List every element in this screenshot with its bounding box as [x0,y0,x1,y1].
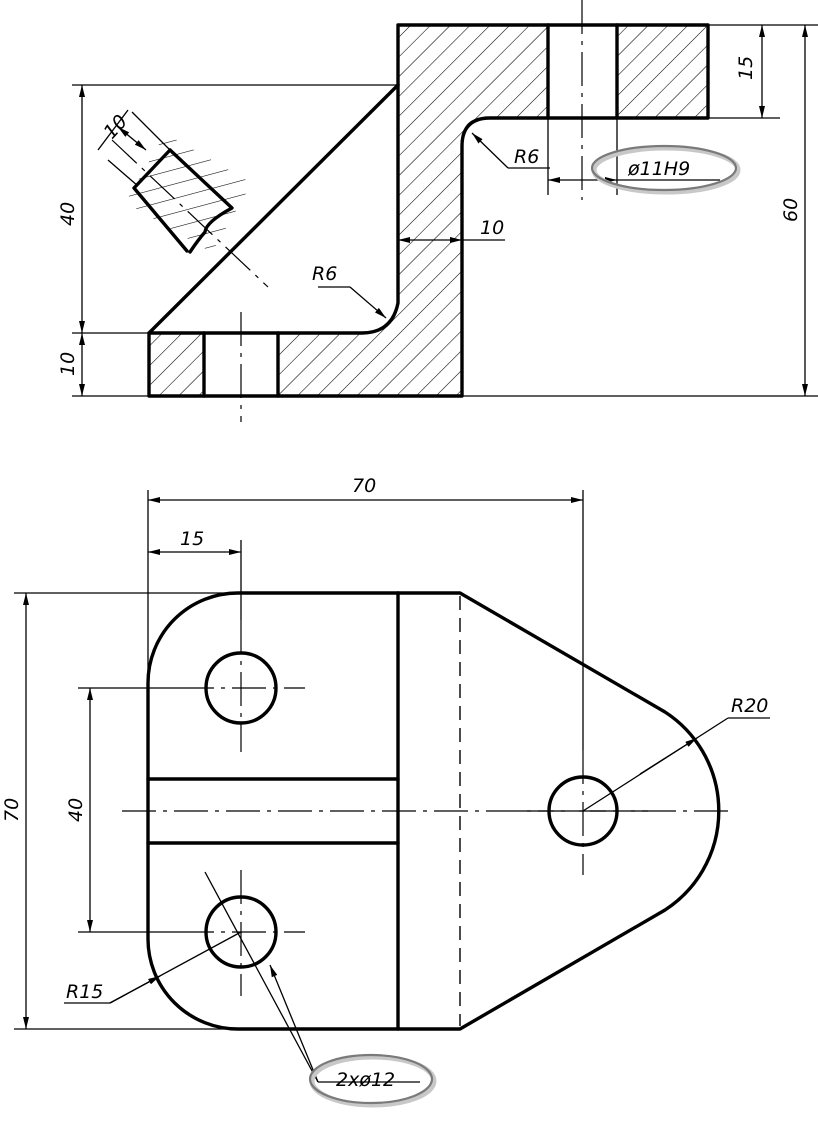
callout-oval-holes [308,1053,434,1105]
top-outline [146,591,721,1031]
dim-overall-width: 70 [1,798,23,822]
top-view: 70 15 70 40 R15 R20 2xø12 [1,475,770,1108]
dim-corner-radius: R15 [66,981,103,1003]
removed-section-detail: 10 [97,109,252,254]
dim-end-radius: R20 [731,695,768,717]
dim-hole-callout: 2xø12 [336,1069,395,1091]
dim-rib-height: 40 [57,202,79,226]
dim-flange-thickness: 15 [735,56,757,80]
dim-inner-radius-top: R6 [514,146,539,168]
dim-hole-offset: 15 [180,528,204,550]
dim-inner-radius-bottom: R6 [312,263,337,285]
dim-base-thickness: 10 [57,352,79,376]
callout-oval-bore [590,144,738,192]
front-view: 10 15 60 ø11H9 R6 10 R6 4 [57,0,818,422]
dim-overall-height: 60 [780,198,802,222]
dim-overall-length: 70 [352,475,376,497]
dim-web-thickness: 10 [480,217,504,239]
rib-diagonal-edge [147,83,400,335]
front-section-hatch [149,25,708,396]
dim-bore-fit: ø11H9 [627,158,690,180]
dim-hole-spacing: 40 [65,798,87,822]
dim-section-detail-width: 10 [99,111,132,144]
